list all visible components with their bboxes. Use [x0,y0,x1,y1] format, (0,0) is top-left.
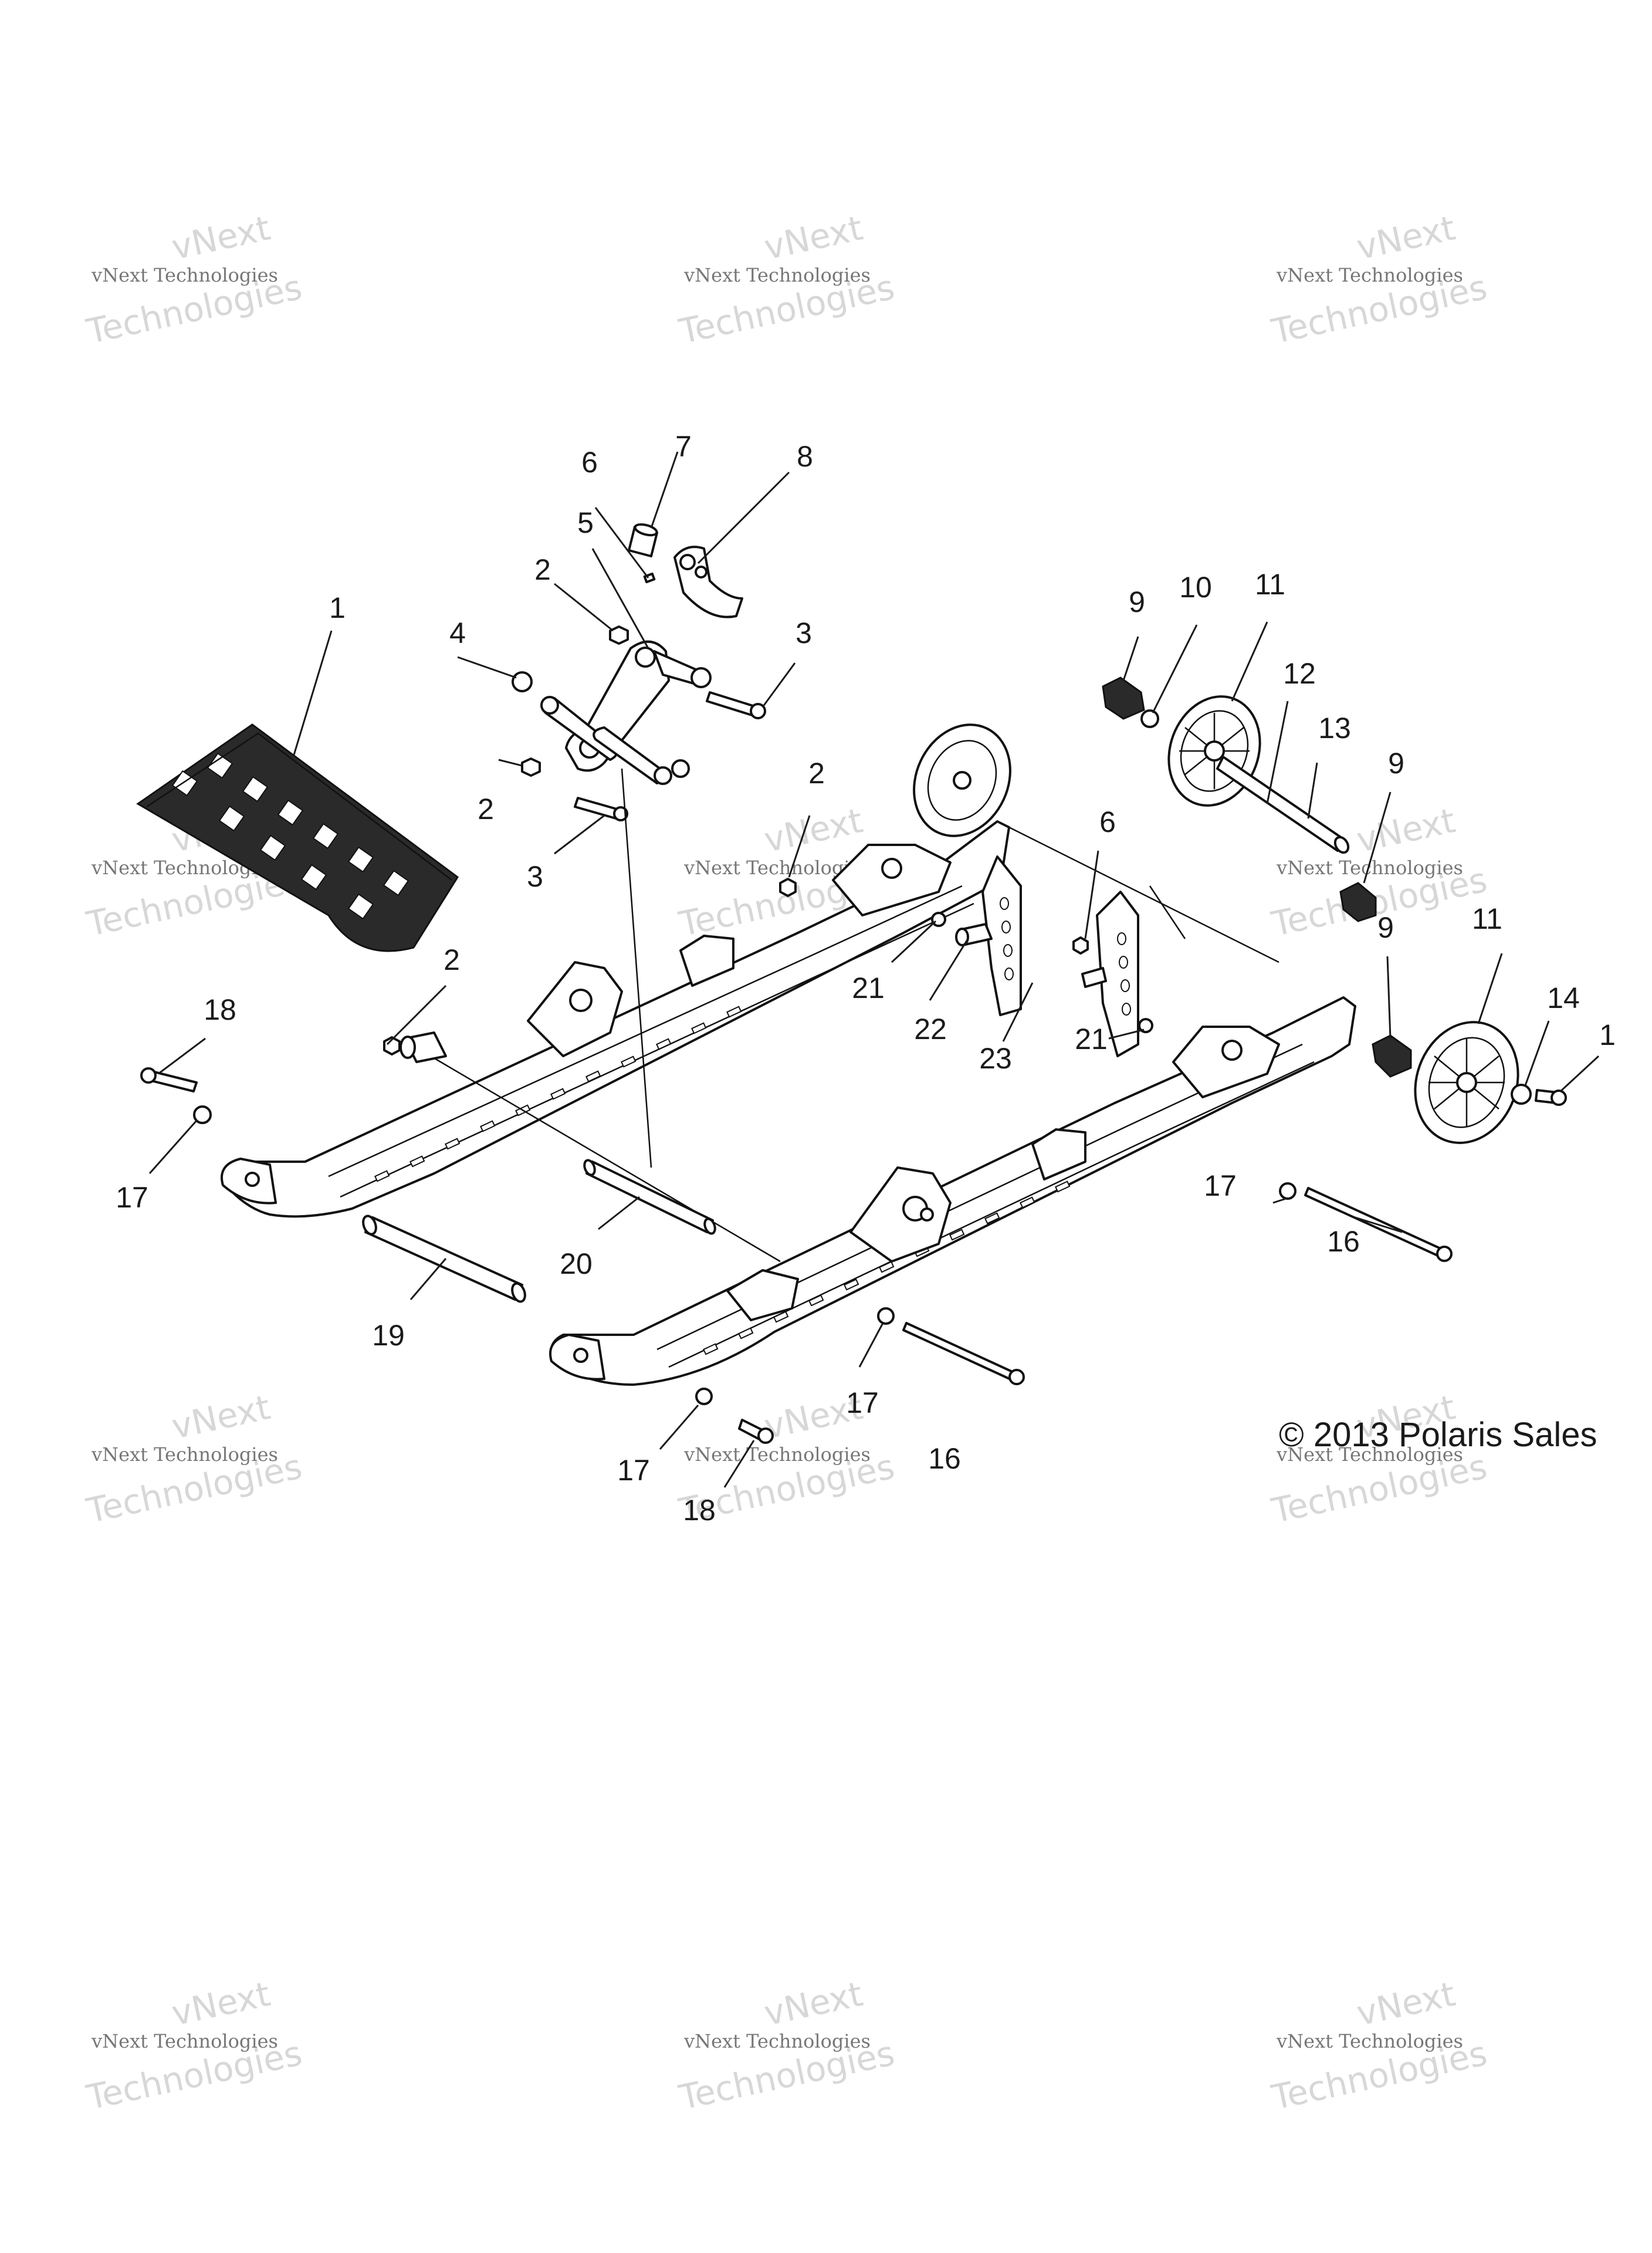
rear-axle-assembly [1102,676,1567,1144]
watermark-overlay: vNext [168,1387,274,1447]
watermark-text: vNext Technologies [91,1443,278,1466]
watermark: vNext vNext Technologies Technologies [83,1974,306,2117]
watermark-overlay: vNext [1353,800,1459,860]
callout-9: 9 [1129,586,1145,618]
callout-2: 2 [808,757,825,790]
watermark-overlay: vNext [168,208,274,268]
watermark: vNext vNext Technologies Technologies [1268,1387,1491,1531]
watermark-overlay: vNext [761,800,866,860]
callout-19: 19 [372,1319,405,1352]
part-10-ring [1140,709,1159,728]
torque-arm-assembly [512,523,766,821]
watermark-overlay: vNext [1353,208,1459,268]
callout-1: 1 [1599,1019,1616,1051]
callout-5: 5 [577,506,594,539]
part-13-axle [1216,756,1345,852]
watermark-text: vNext Technologies [1276,1443,1463,1466]
part-16-bolt [902,1322,1016,1381]
callout-17: 17 [1204,1169,1237,1202]
center-cross-assembly [931,855,1153,1057]
watermark: vNext vNext Technologies Technologies [83,1387,306,1531]
watermark: vNext vNext Technologies Technologies [83,208,306,351]
callout-7: 7 [675,430,692,463]
callout-20: 20 [560,1247,593,1280]
part-14-washer [1511,1084,1532,1105]
part-17-washer [695,1388,713,1405]
part-2-nut [779,878,797,897]
callout-16: 16 [928,1442,961,1475]
part-9-bearing-block [1339,882,1377,922]
watermark: vNext vNext Technologies Technologies [1268,208,1491,351]
part-1-slide-pad [136,723,459,952]
part-3-bolt [706,691,758,717]
part-17-washer [193,1105,212,1124]
callout-18: 18 [683,1494,716,1527]
part-2-nut [383,1036,401,1056]
callout-6: 6 [1099,806,1116,838]
callout-6: 6 [581,446,598,479]
callout-21: 21 [1075,1023,1108,1056]
callout-12: 12 [1283,657,1316,690]
watermark-overlay: vNext [1353,1974,1459,2034]
watermark: vNext vNext Technologies Technologies [675,208,898,351]
callout-11: 11 [1472,902,1502,935]
leader-lines [148,451,1600,1488]
callout-17: 17 [116,1181,148,1214]
callout-21: 21 [852,972,885,1004]
watermark-text: vNext Technologies [683,264,871,286]
copyright-notice: © 2013 Polaris Sales [1279,1416,1597,1454]
callout-14: 14 [1547,982,1580,1014]
part-16-bolt [1304,1187,1444,1258]
callout-11: 11 [1255,568,1285,601]
callout-3: 3 [527,860,543,893]
callout-10: 10 [1179,571,1212,604]
callout-17: 17 [617,1454,650,1487]
part-9-bearing-block [1102,676,1145,720]
part-21-washer [931,912,946,927]
callout-2: 2 [534,553,551,586]
part-19-tube [364,1216,523,1301]
watermark-text: vNext Technologies [1276,857,1463,879]
callout-17: 17 [846,1386,879,1419]
callout-2: 2 [478,793,494,826]
lower-hardware [140,878,1453,1444]
watermark-text: vNext Technologies [1276,2030,1463,2052]
callout-labels: 1 1 2 2 2 2 3 3 4 5 6 6 7 8 9 9 9 10 11 … [116,430,1616,1527]
callout-2: 2 [444,943,460,976]
part-17-washer [877,1307,895,1325]
watermark-text: vNext Technologies [1276,264,1463,286]
watermark-overlay: vNext [761,208,866,268]
callout-18: 18 [204,993,236,1026]
callout-16: 16 [1327,1225,1360,1258]
callout-3: 3 [795,617,812,649]
callout-4: 4 [449,617,466,649]
callout-9: 9 [1388,747,1404,780]
watermark-text: vNext Technologies [683,2030,871,2052]
rail-frame [221,723,1356,1386]
part-17-washer [1279,1182,1296,1200]
part-4-oring [512,671,533,692]
watermark-text: vNext Technologies [683,1443,871,1466]
part-20-shaft [585,1161,714,1233]
callout-23: 23 [979,1042,1012,1075]
part-21-washer [1138,1018,1153,1033]
part-9-bearing-block [1372,1034,1412,1078]
watermark-overlay: vNext [168,1974,274,2034]
watermark-text: vNext Technologies [91,2030,278,2052]
part-3-bolt [574,797,620,820]
part-2-nut [609,625,629,645]
callout-1: 1 [329,591,346,624]
part-2-nut [521,757,541,777]
callout-22: 22 [914,1013,947,1046]
callout-13: 13 [1318,712,1351,745]
watermark: vNext vNext Technologies Technologies [1268,1974,1491,2117]
callout-8: 8 [797,440,813,473]
watermark-overlay: vNext [761,1974,866,2034]
watermark: vNext vNext Technologies Technologies [675,1974,898,2117]
callout-9: 9 [1377,911,1394,944]
watermark-text: vNext Technologies [91,264,278,286]
